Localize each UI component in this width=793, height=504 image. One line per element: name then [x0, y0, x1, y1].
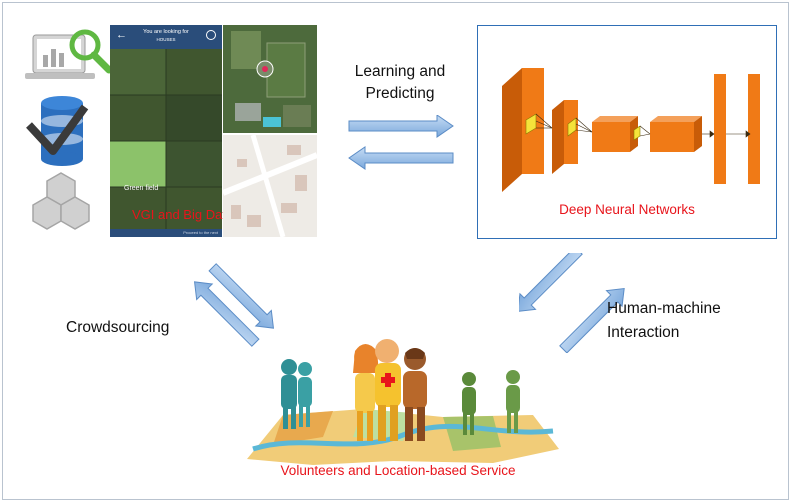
person-teal-2	[298, 362, 312, 427]
arrow-up-left-icon	[193, 281, 260, 347]
volunteers-label: Volunteers and Location-based Service	[280, 463, 516, 478]
phone-header-text: You are looking for	[143, 29, 189, 35]
learning-predicting-label: Learning and Predicting	[354, 63, 446, 102]
hmi-label-line1: Human-machine	[607, 300, 721, 317]
horizontal-arrows	[348, 115, 454, 170]
forest-imagery	[110, 25, 222, 237]
arrow-up-right-icon	[559, 287, 625, 353]
icon-column	[25, 29, 113, 230]
arrow-left-icon	[348, 146, 454, 170]
dnn-box: Deep Neural Networks	[477, 25, 777, 239]
left-diagonal-arrows	[193, 263, 275, 347]
tile-label: Green field	[124, 185, 159, 192]
back-arrow-icon[interactable]: ←	[116, 29, 127, 41]
nn-layer-3	[592, 116, 641, 152]
help-icon[interactable]	[206, 30, 216, 40]
database-icon	[41, 96, 83, 166]
person-brown	[403, 348, 427, 441]
nn-dense-layer-2	[748, 74, 760, 184]
nn-layer-4	[650, 116, 702, 152]
volunteers-illustration	[247, 339, 559, 465]
phone-footer[interactable]: Proceed to the next	[110, 229, 222, 237]
magnifier-icon	[69, 29, 113, 74]
person-orange-girl	[353, 344, 379, 441]
right-diagonal-arrows	[519, 253, 625, 353]
person-green-1	[462, 372, 476, 435]
cubes-icon	[32, 172, 90, 230]
neural-network-diagram	[502, 68, 760, 192]
person-teal-1	[281, 359, 297, 429]
phone-header-sub: HOUSES	[156, 37, 176, 42]
dnn-label: Deep Neural Networks	[559, 202, 695, 217]
hmi-label-line2: Interaction	[607, 324, 680, 341]
arrow-down-right-icon	[208, 263, 275, 329]
phone-screenshot: ← You are looking for HOUSES Green field…	[110, 25, 222, 237]
nn-layer-2	[552, 100, 578, 174]
vgi-big-data-label: VGI and Big Data	[132, 207, 234, 222]
arrow-down-left-icon	[519, 253, 583, 313]
aerial-imagery	[223, 25, 317, 133]
arrow-right-icon	[348, 115, 454, 138]
phone-header: ← You are looking for HOUSES	[110, 25, 222, 49]
nn-dense-layer-1	[714, 74, 726, 184]
nn-layer-1	[502, 68, 544, 192]
hmi-label: Human-machine Interaction	[607, 297, 721, 345]
crowdsourcing-label: Crowdsourcing	[66, 319, 170, 336]
checkmark-icon	[26, 104, 89, 155]
person-green-2	[506, 370, 520, 433]
nn-connections	[535, 113, 751, 138]
map-tile	[223, 135, 317, 237]
phone-footer-text: Proceed to the next	[183, 230, 218, 235]
person-yellow-medic	[375, 339, 401, 441]
